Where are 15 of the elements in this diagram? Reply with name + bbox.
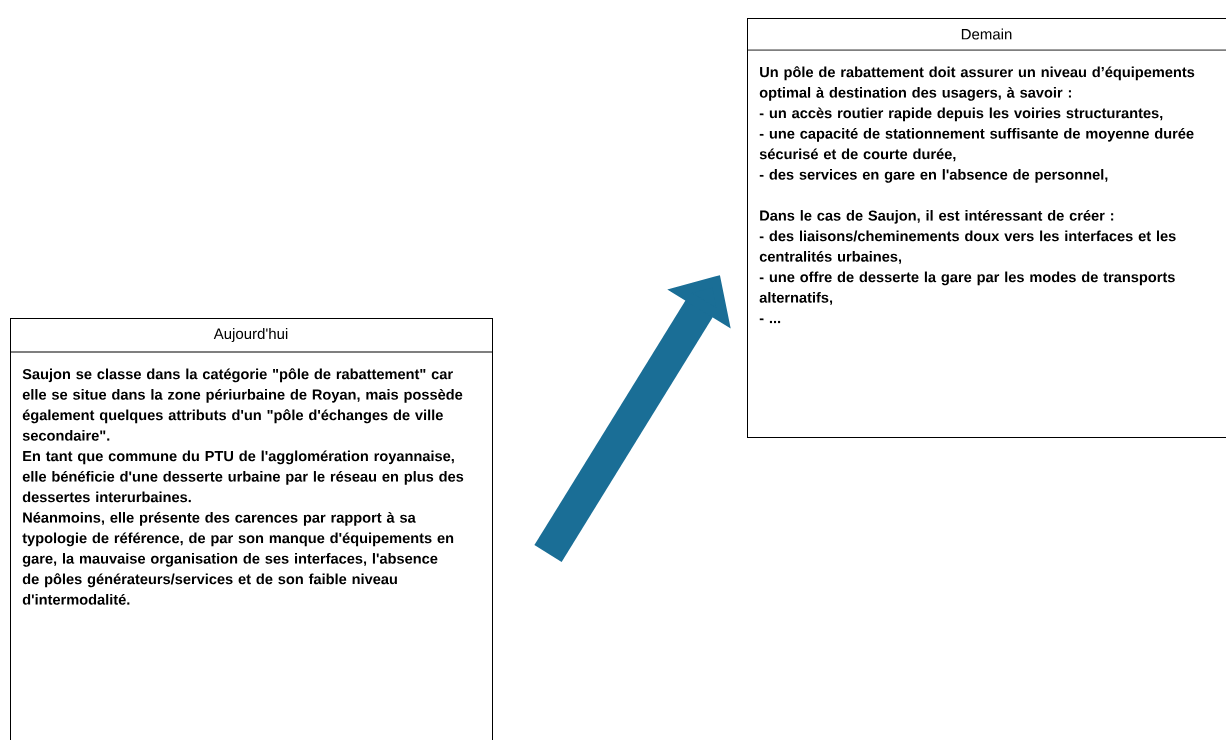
- paragraph: En tant que commune du PTU de l'agglomération royannaise, elle bénéficie d'une desserte urbaine par le réseau en plus des dessertes interurbaines.: [22, 450, 464, 503]
- paragraph: Dans le cas de Saujon, il est intéressant de créer :: [760, 209, 1114, 224]
- paragraph: - ...: [759, 318, 781, 324]
- text-panel: [9, 318, 493, 740]
- panel-heading: Aujourd'hui: [213, 328, 288, 342]
- paragraph: - une offre de desserte la gare par les modes de transports alternatifs,: [759, 271, 1175, 305]
- paragraph: - des liaisons/cheminements doux vers les interfaces et les centralités urbaines,: [759, 230, 1176, 264]
- paragraph: - une capacité de stationnement suffisante de moyenne durée sécurisé et de courte durée,: [759, 127, 1194, 162]
- paragraph: Saujon se classe dans la catégorie "pôle de rabattement" car elle se situe dans la zone périurbaine de Royan, mais possède également quelques attributs d'un "pôle d'échanges de ville secondaire".: [22, 368, 463, 441]
- paragraph: Néanmoins, elle présente des carences par rapport à sa typologie de référence, de par son manque d'équipements en gare, la mauvaise organisation de ses interfaces, l'absence de pôles générateurs/services et de son faible niveau d'intermodalité.: [22, 511, 454, 605]
- paragraph: - un accès routier rapide depuis les voiries structurantes,: [759, 107, 1163, 122]
- paragraph: - des services en gare en l'absence de personnel,: [759, 169, 1108, 183]
- paragraph: Un pôle de rabattement doit assurer un niveau d’équipements optimal à destination des usagers, à savoir :: [759, 66, 1195, 101]
- panel-heading: Demain: [961, 28, 1012, 40]
- text-panel: [746, 18, 1226, 438]
